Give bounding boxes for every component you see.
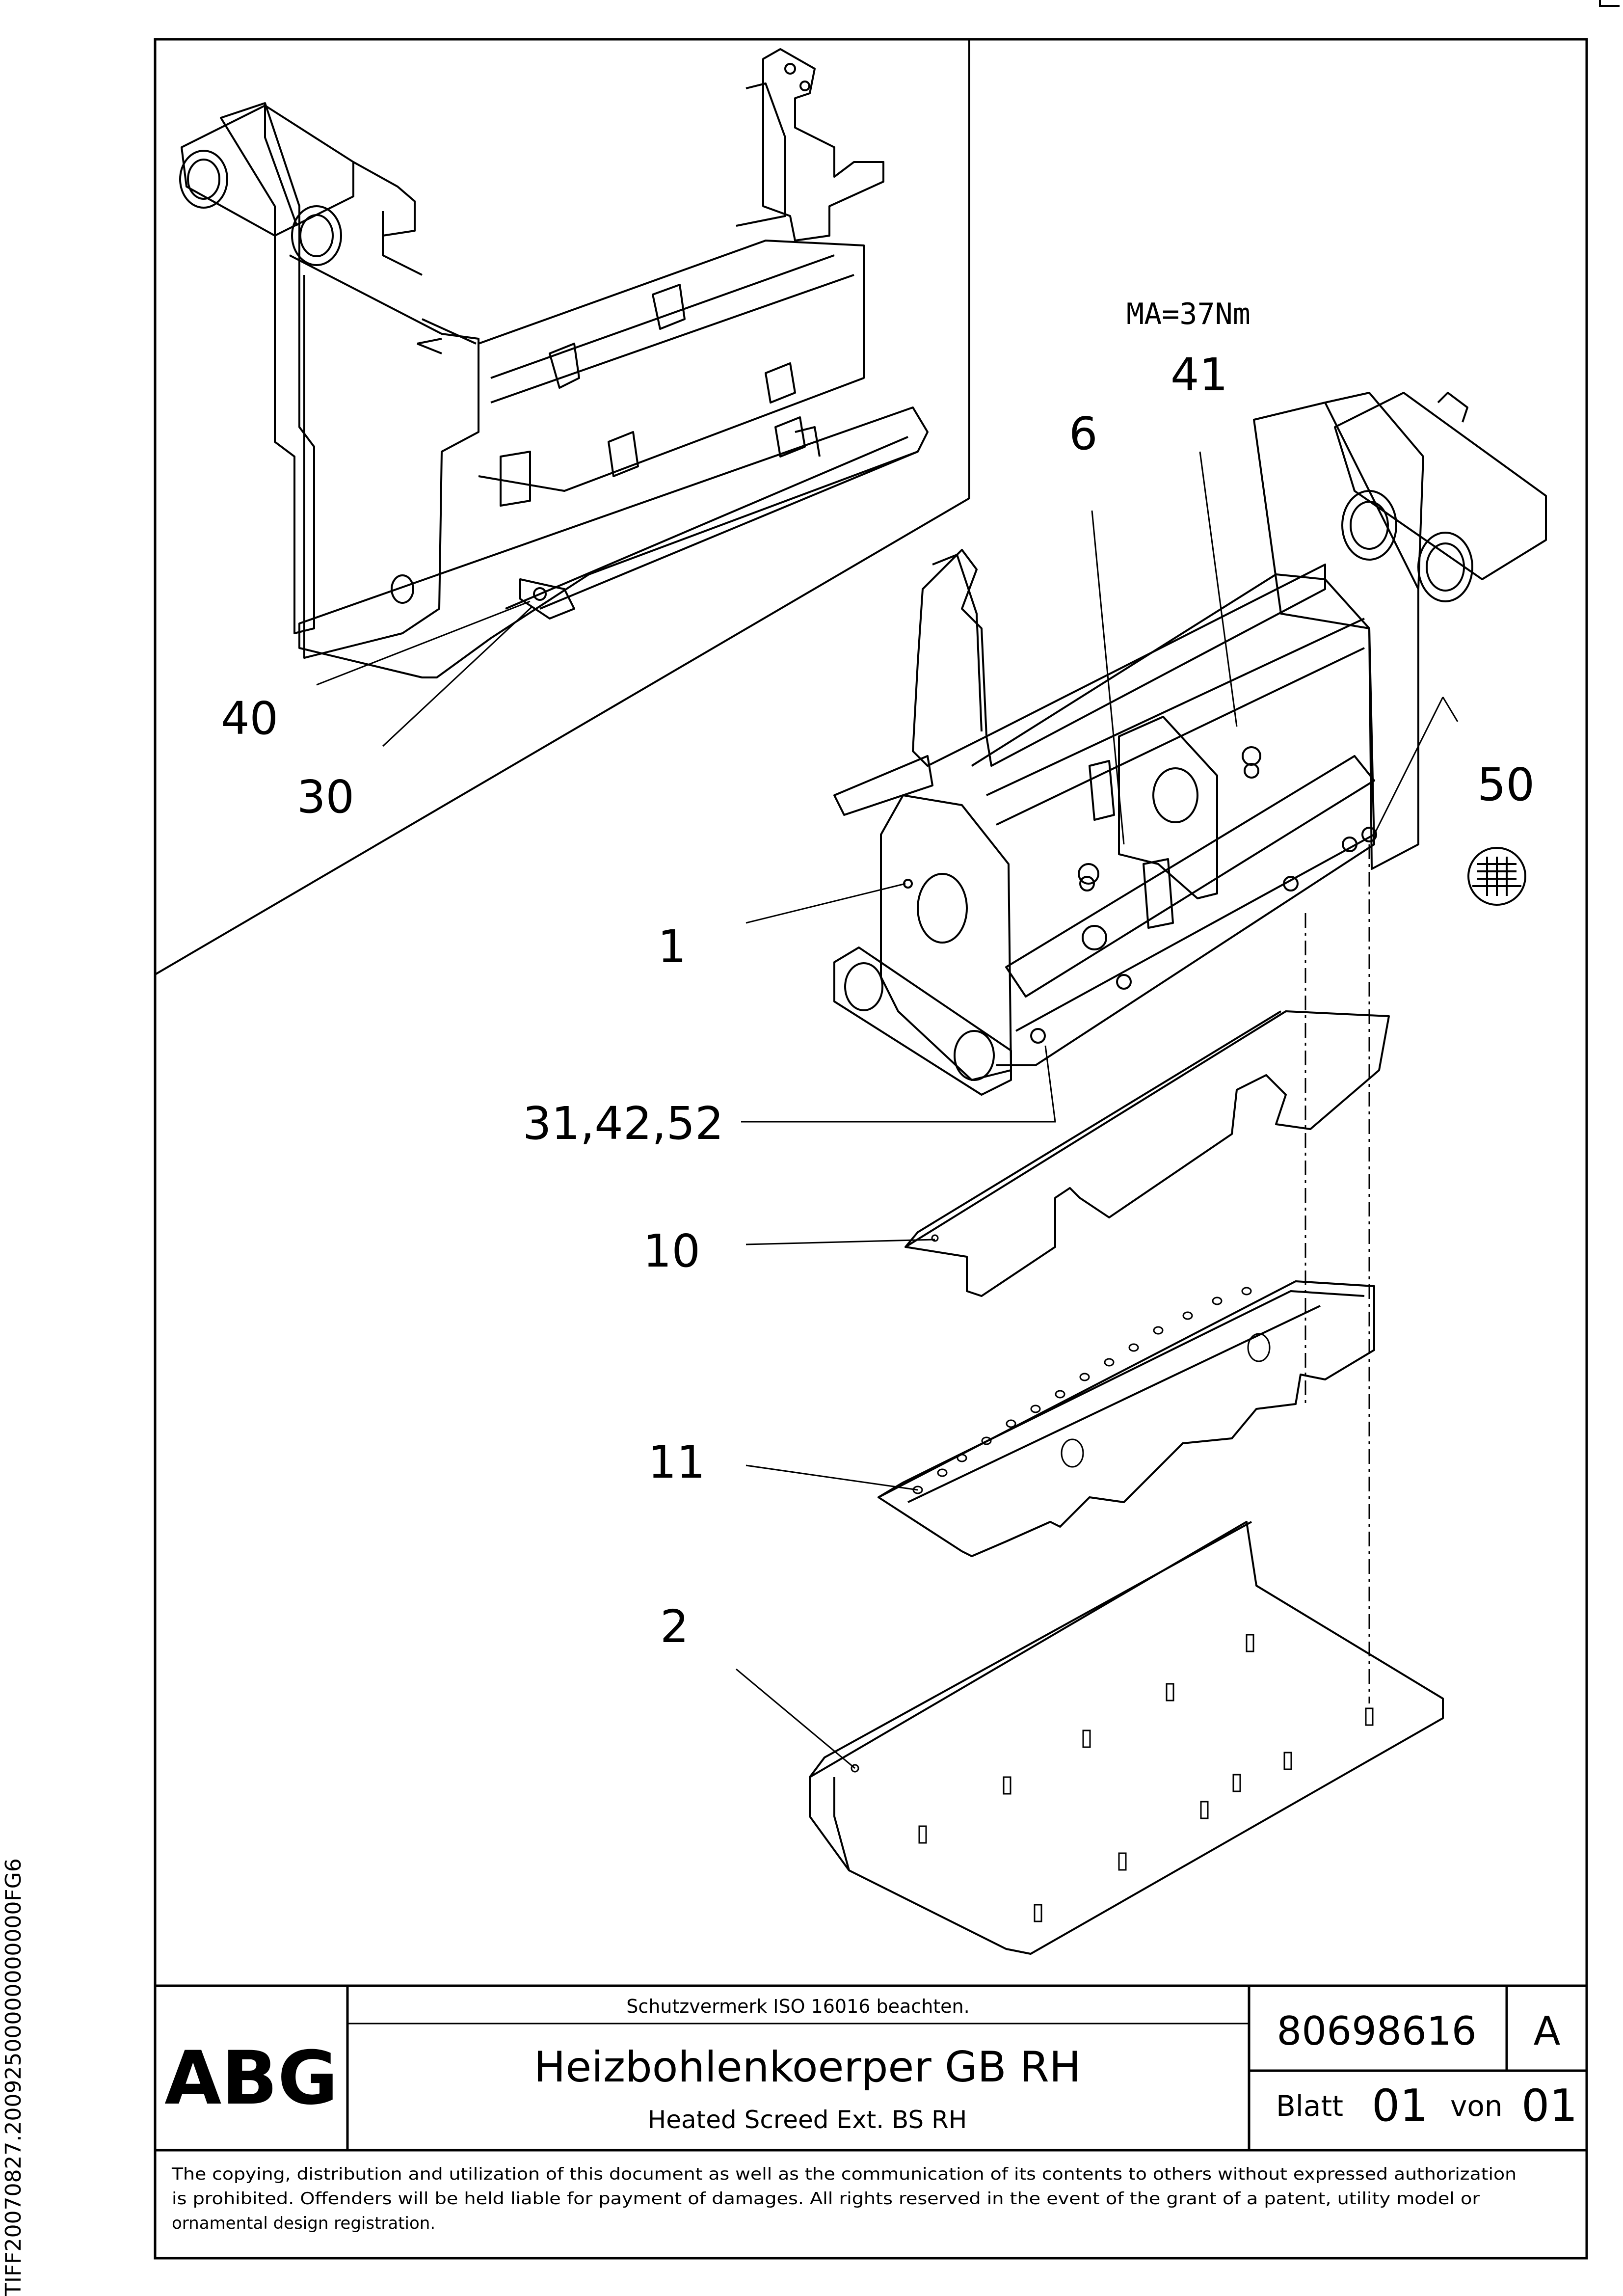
sheet-total: 01 bbox=[1521, 2080, 1578, 2132]
copyright-line-1: The copying, distribution and utilizatio… bbox=[171, 2164, 1517, 2184]
part-10-flange bbox=[905, 1010, 1282, 1248]
corner-mark bbox=[1599, 0, 1620, 7]
main-leader-lines bbox=[736, 451, 1459, 1769]
side-file-code: TIFF20070827.20092500000000000FG6 bbox=[1, 1858, 26, 2296]
title-block bbox=[154, 1984, 1588, 2260]
callout-10: 10 bbox=[643, 1225, 700, 1277]
protection-note: Schutzvermerk ISO 16016 beachten. bbox=[626, 1996, 969, 2017]
title-english: Heated Screed Ext. BS RH bbox=[648, 2106, 967, 2134]
part-2-base-plate bbox=[809, 1521, 1444, 1955]
torque-label: MA=37Nm bbox=[1126, 297, 1251, 331]
part-10-plate bbox=[905, 1010, 1390, 1297]
callout-6: 6 bbox=[1069, 407, 1098, 460]
copyright-line-3: ornamental design registration. bbox=[172, 2214, 435, 2233]
revision-letter: A bbox=[1534, 2008, 1561, 2054]
inset-detail-frame bbox=[154, 39, 970, 975]
part-2-ref-dot bbox=[851, 1764, 859, 1773]
part-11-holes bbox=[912, 1287, 1271, 1494]
inset-frame-drawing bbox=[179, 48, 929, 678]
drawing-border bbox=[154, 38, 1588, 2260]
part-10-ref-dot bbox=[931, 1234, 939, 1242]
callout-50: 50 bbox=[1477, 758, 1535, 811]
brand-logo: ABG bbox=[164, 2036, 338, 2121]
part-11-channel bbox=[878, 1280, 1375, 1557]
callout-11: 11 bbox=[648, 1436, 705, 1488]
assembly-center-lines bbox=[1304, 844, 1370, 1703]
callout-40: 40 bbox=[221, 692, 278, 745]
sheet-label: Blatt bbox=[1276, 2089, 1343, 2123]
sheet-number: 01 bbox=[1372, 2080, 1428, 2132]
of-label: von bbox=[1450, 2089, 1503, 2123]
inset-leader-lines bbox=[316, 600, 533, 747]
callout-41: 41 bbox=[1171, 349, 1228, 401]
copyright-line-2: is prohibited. Offenders will be held li… bbox=[172, 2189, 1480, 2209]
title-german: Heizbohlenkoerper GB RH bbox=[534, 2043, 1081, 2092]
main-frame-drawing bbox=[833, 392, 1547, 1096]
part-number: 80698616 bbox=[1277, 2008, 1476, 2054]
part-2-studs bbox=[918, 1634, 1374, 1922]
callout-1: 1 bbox=[658, 920, 687, 973]
callout-30: 30 bbox=[297, 771, 354, 823]
heated-screed-symbol-icon bbox=[1467, 847, 1526, 906]
callout-31-42-52: 31,42,52 bbox=[523, 1097, 724, 1150]
callout-2: 2 bbox=[660, 1600, 689, 1653]
